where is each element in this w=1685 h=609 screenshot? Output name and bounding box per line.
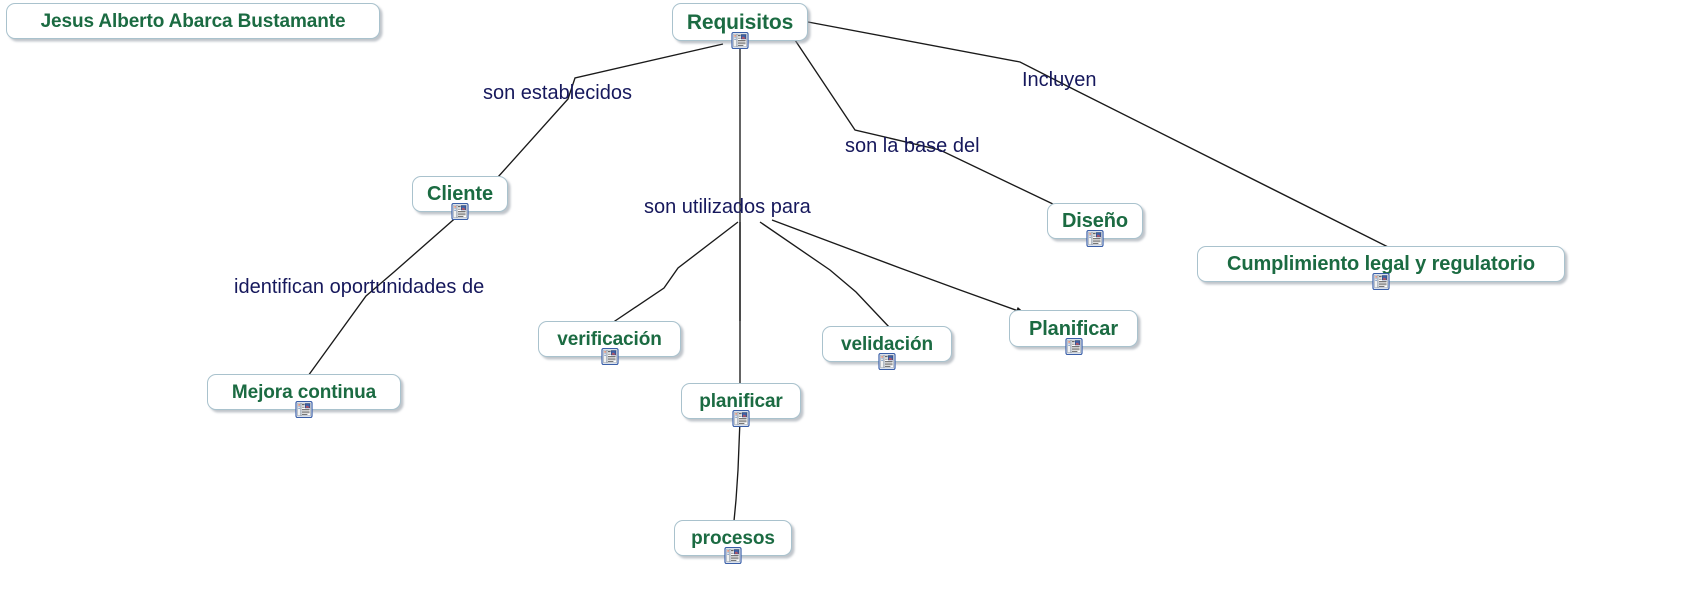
document-resource-icon[interactable] <box>731 32 749 49</box>
link-label-son-la-base-del[interactable]: son la base del <box>845 135 980 157</box>
concept-node-label: Planificar <box>1028 317 1119 340</box>
document-resource-icon[interactable] <box>295 401 313 418</box>
concept-node-label: Cliente <box>427 183 493 205</box>
link-label-son-establecidos[interactable]: son establecidos <box>483 82 632 104</box>
document-resource-icon[interactable] <box>451 203 469 220</box>
edge-utilizados-verificacion <box>611 221 739 324</box>
edge-planificar-procesos <box>733 419 741 522</box>
author-title-label: Jesus Alberto Abarca Bustamante <box>40 10 346 32</box>
concept-node-label: Requisitos <box>686 10 794 34</box>
document-resource-icon[interactable] <box>878 353 896 370</box>
document-resource-icon[interactable] <box>724 547 742 564</box>
edge-utilizados-validacion <box>759 221 891 329</box>
concept-node-label: Cumplimiento legal y regulatorio <box>1227 253 1535 275</box>
concept-node-label: planificar <box>699 390 783 412</box>
concept-node-cumplimiento[interactable]: Cumplimiento legal y regulatorio <box>1197 246 1565 290</box>
concept-node-label: Diseño <box>1061 210 1129 232</box>
concept-node-planificar_r[interactable]: Planificar <box>1009 310 1138 355</box>
concept-node-planificar_b[interactable]: planificar <box>681 383 801 427</box>
document-resource-icon[interactable] <box>1372 273 1390 290</box>
document-resource-icon[interactable] <box>1064 338 1083 355</box>
document-resource-icon[interactable] <box>600 348 619 365</box>
concept-node-requisitos[interactable]: Requisitos <box>672 3 808 49</box>
edge-requisitos-cliente <box>497 43 724 178</box>
concept-node-label: Mejora continua <box>231 381 377 403</box>
link-label-identifican-oport[interactable]: identifican oportunidades de <box>234 276 485 298</box>
document-resource-icon[interactable] <box>732 410 750 427</box>
concept-node-label: procesos <box>691 527 775 549</box>
link-label-incluyen[interactable]: Incluyen <box>1022 69 1097 91</box>
concept-node-label: verificación <box>557 328 662 350</box>
author-title-node[interactable]: Jesus Alberto Abarca Bustamante <box>6 3 380 39</box>
concept-node-procesos[interactable]: procesos <box>674 520 792 564</box>
concept-node-label: velidación <box>841 333 933 355</box>
concept-node-validacion[interactable]: velidación <box>822 326 952 370</box>
link-label-son-utilizados-para[interactable]: son utilizados para <box>644 196 811 218</box>
document-resource-icon[interactable] <box>1086 230 1104 247</box>
concept-node-verificacion[interactable]: verificación <box>538 321 681 365</box>
concept-node-mejora[interactable]: Mejora continua <box>207 374 401 418</box>
edge-utilizados-planificar <box>771 219 1025 314</box>
concept-node-diseno[interactable]: Diseño <box>1047 203 1143 247</box>
concept-node-cliente[interactable]: Cliente <box>412 176 508 220</box>
edge-requisitos-diseno <box>794 39 1056 206</box>
